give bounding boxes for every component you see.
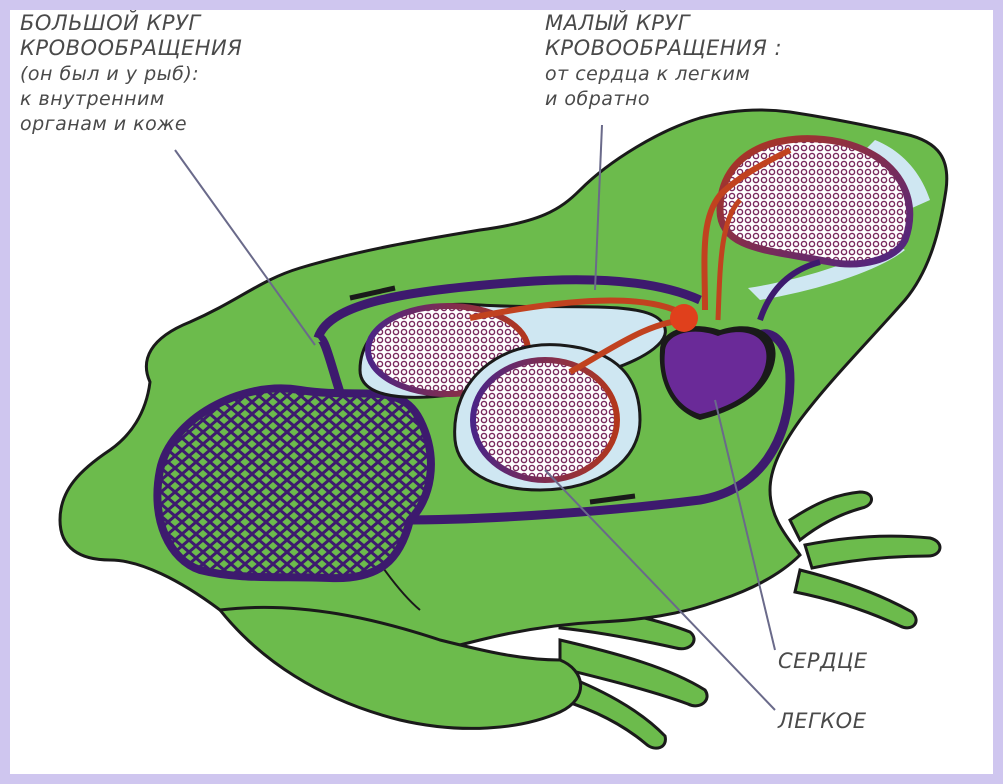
systemic-title-line-2: КРОВООБРАЩЕНИЯ xyxy=(20,36,242,60)
systemic-capillary-network xyxy=(157,388,431,578)
pulmonary-note-line-1: от сердца к легким xyxy=(545,63,750,85)
pulmonary-title-line-2: КРОВООБРАЩЕНИЯ : xyxy=(545,36,782,60)
systemic-title-line-1: БОЛЬШОЙ КРУГ xyxy=(20,10,202,35)
pulmonary-title-line-1: МАЛЫЙ КРУГ xyxy=(545,10,692,35)
pulmonary-note-line-2: и обратно xyxy=(545,88,650,110)
label-lung: ЛЕГКОЕ xyxy=(777,709,867,733)
systemic-note-line-3: органам и коже xyxy=(20,113,187,135)
label-heart: СЕРДЦЕ xyxy=(778,649,868,673)
label-pulmonary-circulation: МАЛЫЙ КРУГ КРОВООБРАЩЕНИЯ : от сердца к … xyxy=(545,10,782,110)
label-systemic-circulation: БОЛЬШОЙ КРУГ КРОВООБРАЩЕНИЯ (он был и у … xyxy=(20,10,242,135)
systemic-note-line-1: (он был и у рыб): xyxy=(20,63,199,85)
systemic-note-line-2: к внутренним xyxy=(20,88,165,110)
